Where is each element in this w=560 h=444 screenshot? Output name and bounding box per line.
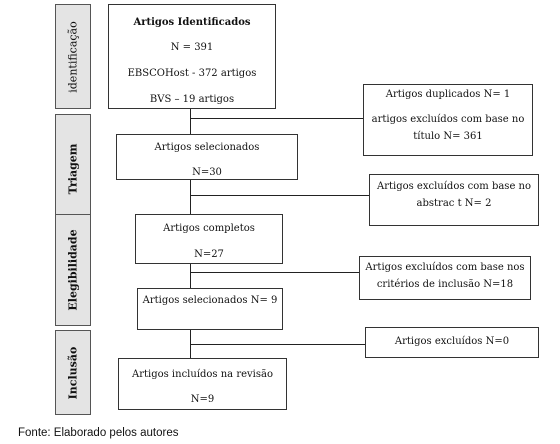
phase-label: identificação bbox=[66, 20, 80, 93]
phase-elegibilidade: Elegibilidade bbox=[55, 214, 91, 326]
box-line: Artigos selecionados bbox=[154, 142, 260, 153]
box-line: Artigos Identificados bbox=[133, 17, 251, 28]
box-line: N=30 bbox=[192, 167, 222, 178]
box-excluded-final: Artigos excluídos N=0 bbox=[365, 327, 539, 358]
box-included: Artigos incluídos na revisão N=9 bbox=[118, 358, 287, 410]
box-line: BVS – 19 artigos bbox=[149, 94, 235, 105]
box-complete: Artigos completos N=27 bbox=[135, 214, 283, 264]
box-identified: Artigos Identificados N = 391 EBSCOHost … bbox=[108, 4, 276, 109]
connector bbox=[190, 195, 369, 196]
box-selected: Artigos selecionados N=30 bbox=[116, 134, 298, 180]
box-excluded-criteria: Artigos excluídos com base nos critérios… bbox=[359, 256, 531, 300]
box-line: N=9 bbox=[190, 394, 215, 405]
box-line: critérios de inclusão N=18 bbox=[376, 279, 514, 290]
box-excluded-abstract: Artigos excluídos com base no abstrac t … bbox=[369, 174, 539, 226]
box-line: Artigos excluídos N=0 bbox=[394, 336, 510, 347]
phase-inclusao: Inclusão bbox=[55, 330, 91, 415]
connector bbox=[190, 264, 191, 288]
box-line: Artigos excluídos com base no bbox=[376, 181, 531, 192]
box-line: artigos excluídos com base no bbox=[371, 114, 525, 125]
connector bbox=[190, 180, 191, 214]
box-line: título N= 361 bbox=[413, 131, 483, 142]
connector bbox=[190, 272, 359, 273]
box-line: N=27 bbox=[194, 249, 224, 260]
phase-identificacao: identificação bbox=[55, 4, 91, 109]
phase-triagem: Triagem bbox=[55, 114, 91, 224]
figure-caption: Fonte: Elaborado pelos autores bbox=[18, 427, 179, 439]
box-line: N = 391 bbox=[170, 42, 214, 53]
box-line: EBSCOHost - 372 artigos bbox=[127, 68, 257, 79]
box-line: Artigos incluídos na revisão bbox=[131, 369, 273, 380]
box-line: abstrac t N= 2 bbox=[416, 198, 492, 209]
box-duplicates: Artigos duplicados N= 1 artigos excluído… bbox=[363, 84, 533, 156]
box-selected-final: Artigos selecionados N= 9 bbox=[137, 288, 283, 330]
connector bbox=[190, 344, 365, 345]
box-line: Artigos excluídos com base nos bbox=[365, 262, 525, 273]
phase-label: Inclusão bbox=[66, 346, 80, 399]
box-line: Artigos completos bbox=[163, 223, 255, 234]
phase-label: Triagem bbox=[66, 143, 80, 195]
connector bbox=[190, 108, 191, 134]
connector bbox=[190, 118, 363, 119]
box-line: Artigos selecionados N= 9 bbox=[142, 295, 278, 306]
box-line: Artigos duplicados N= 1 bbox=[385, 89, 511, 100]
phase-label: Elegibilidade bbox=[66, 229, 80, 311]
